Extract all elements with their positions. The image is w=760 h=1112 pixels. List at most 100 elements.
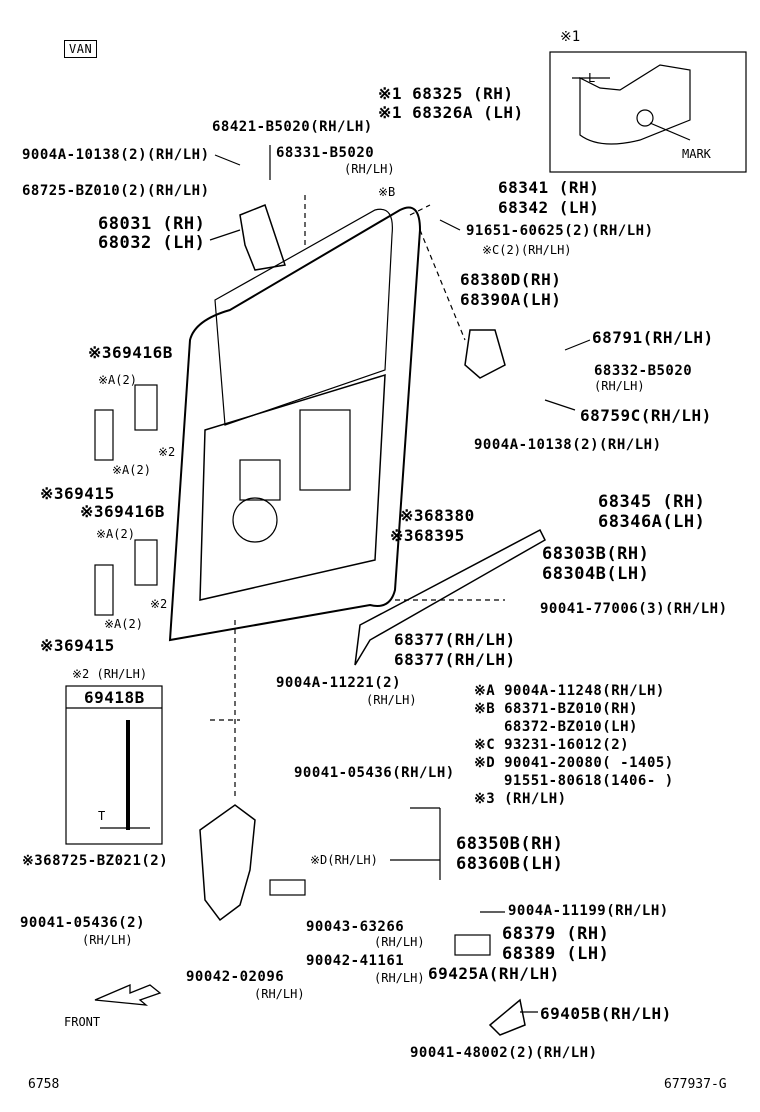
part-label: ※2 bbox=[158, 445, 176, 459]
detail-1-dim: L bbox=[588, 71, 596, 85]
stopper-block bbox=[454, 934, 491, 956]
part-label: 68759C(RH/LH) bbox=[580, 406, 712, 425]
upper-roller-assy bbox=[464, 329, 506, 379]
part-label: 68304B(LH) bbox=[542, 564, 650, 584]
part-label: ※A(2) bbox=[98, 373, 137, 387]
legend-entry: ※3 (RH/LH) bbox=[474, 791, 567, 807]
legend-entry: 68372-BZ010(LH) bbox=[504, 719, 638, 735]
part-label: 68421-B5020(RH/LH) bbox=[212, 119, 373, 135]
legend-entry: ※C 93231-16012(2) bbox=[474, 737, 630, 753]
legend-entry: ※D 90041-20080( -1405) bbox=[474, 755, 674, 771]
hinge-cover-upper bbox=[134, 384, 158, 431]
hinge-plate-lower bbox=[94, 564, 114, 616]
part-label: 90042-41161 bbox=[306, 953, 405, 969]
lower-hinge-bracket bbox=[199, 804, 256, 922]
part-label: 90043-63266 bbox=[306, 919, 405, 935]
detail-1-title: ※1 bbox=[560, 29, 581, 45]
part-label: 68380D(RH) bbox=[460, 270, 562, 289]
part-label: 68360B(LH) bbox=[456, 854, 564, 874]
part-label: ※369416B bbox=[80, 502, 165, 521]
solid-leaders bbox=[209, 145, 591, 1013]
part-label: 90042-02096 bbox=[186, 969, 285, 985]
part-label: 69405B(RH/LH) bbox=[540, 1004, 672, 1023]
part-label: 9004A-10138(2)(RH/LH) bbox=[474, 437, 662, 453]
detail-2-part: 69418B bbox=[84, 688, 145, 707]
part-label: (RH/LH) bbox=[374, 971, 425, 985]
part-label: 68791(RH/LH) bbox=[592, 328, 714, 347]
part-label: ※1 68325 (RH) bbox=[378, 84, 514, 103]
variant-badge: VAN bbox=[64, 40, 98, 58]
part-label: 68390A(LH) bbox=[460, 290, 562, 309]
part-label: 68389 (LH) bbox=[502, 944, 610, 964]
part-label: 9004A-11221(2) bbox=[276, 675, 402, 691]
part-label: 90041-77006(3)(RH/LH) bbox=[540, 601, 728, 617]
part-label: ※369415 bbox=[40, 636, 115, 655]
upper-hinge-bracket bbox=[239, 204, 286, 271]
illustration-id: 677937-G bbox=[664, 1077, 727, 1092]
part-label: 69425A(RH/LH) bbox=[428, 964, 560, 983]
part-label: ※B bbox=[378, 185, 396, 199]
part-label: ※A(2) bbox=[112, 463, 151, 477]
part-label: (RH/LH) bbox=[366, 693, 417, 707]
detail-2-frame bbox=[65, 685, 163, 845]
part-label: 91651-60625(2)(RH/LH) bbox=[466, 223, 654, 239]
part-label: ※2 bbox=[150, 597, 168, 611]
part-label: (RH/LH) bbox=[374, 935, 425, 949]
part-label: 68345 (RH) bbox=[598, 492, 706, 512]
center-rail bbox=[354, 528, 546, 666]
front-label: FRONT bbox=[64, 1015, 101, 1029]
dashed-leaders bbox=[210, 195, 505, 800]
part-label: 68303B(RH) bbox=[542, 544, 650, 564]
part-label: 68031 (RH) bbox=[98, 214, 206, 234]
legend-entry: ※A 9004A-11248(RH/LH) bbox=[474, 683, 665, 699]
part-label: ※A(2) bbox=[104, 617, 143, 631]
part-label: ※C(2)(RH/LH) bbox=[482, 243, 572, 257]
detail-1-frame bbox=[549, 51, 747, 173]
part-label: 68379 (RH) bbox=[502, 924, 610, 944]
part-label: ※368725-BZ021(2) bbox=[22, 853, 169, 869]
door-service-hole bbox=[239, 459, 281, 501]
part-label: 68341 (RH) bbox=[498, 178, 600, 197]
door-speaker-hole bbox=[232, 497, 278, 543]
part-label: 68331-B5020 bbox=[276, 145, 375, 161]
legend-entry: 91551-80618(1406- ) bbox=[504, 773, 674, 789]
detail-1-leader bbox=[649, 122, 691, 141]
part-label: ※369415 bbox=[40, 484, 115, 503]
hinge-plate-upper bbox=[94, 409, 114, 461]
part-label: 68332-B5020 bbox=[594, 363, 693, 379]
legend-entry: ※B 68371-BZ010(RH) bbox=[474, 701, 639, 717]
part-label: 90041-48002(2)(RH/LH) bbox=[410, 1045, 598, 1061]
detail-1-bracket bbox=[579, 64, 691, 145]
part-label: 68346A(LH) bbox=[598, 512, 706, 532]
lower-roller-plate bbox=[269, 879, 306, 896]
part-label: (RH/LH) bbox=[344, 162, 395, 176]
door-outer-frame bbox=[168, 206, 422, 642]
part-label: 68725-BZ010(2)(RH/LH) bbox=[22, 183, 210, 199]
part-label: (RH/LH) bbox=[594, 379, 645, 393]
part-label: ※1 68326A (LH) bbox=[378, 103, 524, 122]
detail-2-title: ※2 (RH/LH) bbox=[72, 667, 148, 681]
part-label: ※D(RH/LH) bbox=[310, 853, 378, 867]
part-label: 68342 (LH) bbox=[498, 198, 600, 217]
part-label: ※368395 bbox=[390, 526, 465, 545]
door-window-opening bbox=[214, 208, 393, 426]
door-inner-panel bbox=[199, 373, 386, 601]
part-label: (RH/LH) bbox=[254, 987, 305, 1001]
part-label: 68032 (LH) bbox=[98, 233, 206, 253]
part-label: 68377(RH/LH) bbox=[394, 630, 516, 649]
part-label: 90041-05436(RH/LH) bbox=[294, 765, 455, 781]
door-service-hole bbox=[299, 409, 351, 491]
part-label: (RH/LH) bbox=[82, 933, 133, 947]
part-label: 68350B(RH) bbox=[456, 834, 564, 854]
front-arrow-icon bbox=[94, 984, 162, 1006]
detail-1-mark-circle bbox=[636, 109, 654, 127]
part-label: 90041-05436(2) bbox=[20, 915, 146, 931]
part-label: 68377(RH/LH) bbox=[394, 650, 516, 669]
hinge-cover-lower bbox=[134, 539, 158, 586]
part-label: 9004A-10138(2)(RH/LH) bbox=[22, 147, 210, 163]
part-label: ※A(2) bbox=[96, 527, 135, 541]
part-label: ※369416B bbox=[88, 343, 173, 362]
detail-1-callout: MARK bbox=[682, 147, 711, 161]
